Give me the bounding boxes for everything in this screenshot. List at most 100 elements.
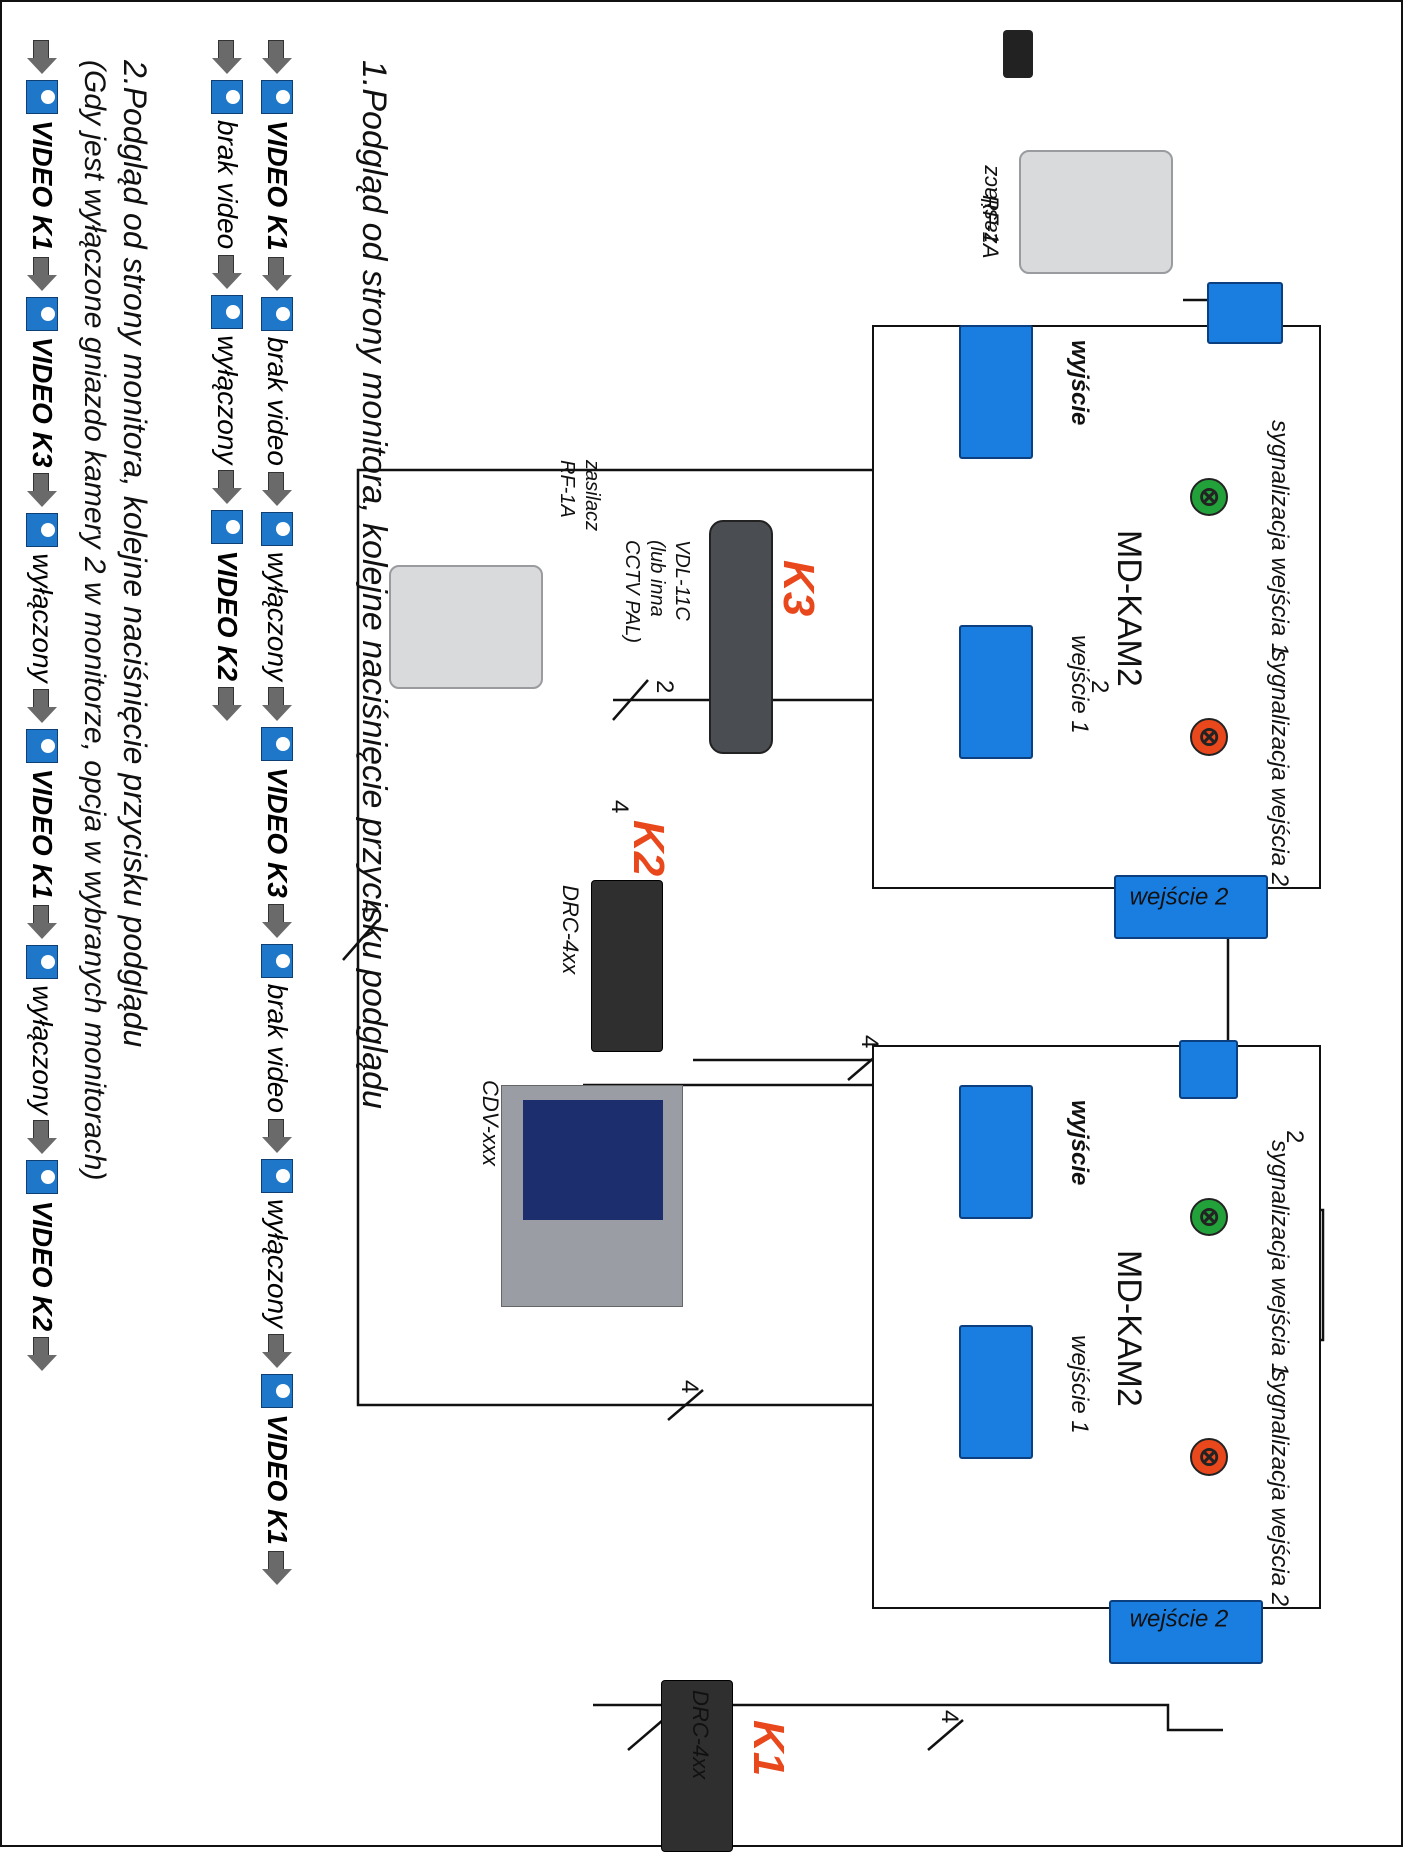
camera-icon bbox=[26, 728, 58, 763]
camera-icon bbox=[26, 1160, 58, 1195]
seq-step: brak video bbox=[262, 336, 293, 466]
door-station-k2 bbox=[591, 880, 663, 1052]
k3-label-2: (lub inna bbox=[646, 540, 668, 617]
seq-step: wyłączony bbox=[262, 551, 293, 682]
k3-tag: K3 bbox=[774, 560, 823, 617]
module-2-in2-label: wejście 2 bbox=[1129, 1605, 1229, 1633]
arrow-icon bbox=[27, 1120, 57, 1154]
arrow-icon bbox=[27, 257, 57, 291]
k2-tag: K2 bbox=[624, 820, 673, 877]
wire-count: 4 bbox=[606, 800, 633, 814]
seq-step: brak video bbox=[262, 983, 293, 1113]
wire-count: 4 bbox=[676, 1380, 703, 1394]
arrow-icon bbox=[27, 1337, 57, 1371]
module-1-led1-icon: ⊗ bbox=[1190, 478, 1228, 516]
seq2-heading: 2.Podgląd od strony monitora, kolejne na… bbox=[117, 60, 153, 1048]
k1-tag: K1 bbox=[744, 1720, 793, 1777]
arrow-icon bbox=[262, 1334, 292, 1368]
module-1-in1-socket bbox=[959, 625, 1033, 759]
seq-step: wyłączony bbox=[262, 1198, 293, 1329]
module-2-in1-label: wejście 1 bbox=[1066, 1335, 1093, 1434]
psu-top bbox=[1019, 150, 1173, 274]
arrow-icon bbox=[212, 470, 242, 504]
module-2-in1-socket bbox=[959, 1325, 1033, 1459]
arrow-icon bbox=[262, 1551, 292, 1585]
module-2-led2-icon: ⊗ bbox=[1190, 1438, 1228, 1476]
arrow-icon bbox=[262, 472, 292, 506]
arrow-icon bbox=[262, 687, 292, 721]
arrow-icon bbox=[262, 40, 292, 74]
k3-label-1: VDL-11C bbox=[671, 540, 693, 621]
arrow-icon bbox=[212, 687, 242, 721]
arrow-icon bbox=[262, 257, 292, 291]
module-2-link-socket bbox=[1179, 1040, 1238, 1099]
wire-count: 4 bbox=[936, 1710, 963, 1724]
arrow-icon bbox=[212, 40, 242, 74]
monitor-screen bbox=[523, 1100, 663, 1220]
seq1-heading: 1.Podgląd od strony monitora, kolejne na… bbox=[355, 60, 393, 1109]
module-2-title: MD-KAM2 bbox=[1110, 1250, 1148, 1407]
module-1-out-label: wyjście bbox=[1066, 340, 1093, 426]
module-1-power-socket bbox=[1207, 282, 1283, 344]
seq-step: VIDEO K3 bbox=[262, 767, 293, 898]
wire-count: 2 bbox=[1281, 1130, 1308, 1144]
camera-icon bbox=[261, 1374, 293, 1409]
k1-model: DRC-4xx bbox=[688, 1690, 713, 1780]
module-1-led1-label: sygnalizacja wejścia 1 bbox=[1266, 420, 1293, 657]
seq-step: VIDEO K2 bbox=[212, 550, 243, 682]
camera-icon bbox=[26, 80, 58, 114]
camera-icon bbox=[26, 513, 58, 548]
arrow-icon bbox=[27, 40, 57, 74]
arrow-icon bbox=[27, 473, 57, 507]
module-1-out-socket bbox=[959, 325, 1033, 459]
module-2-led2-label: sygnalizacja wejścia 2 bbox=[1266, 1370, 1293, 1607]
seq-step: VIDEO K1 bbox=[262, 1414, 293, 1545]
module-1-in2-label: wejście 2 bbox=[1129, 883, 1229, 911]
camera-icon bbox=[26, 945, 58, 980]
seq-step: VIDEO K2 bbox=[27, 1200, 58, 1332]
camera-icon bbox=[261, 511, 293, 546]
module-2 bbox=[872, 1045, 1321, 1609]
seq-step: VIDEO K1 bbox=[262, 120, 293, 251]
arrow-icon bbox=[212, 255, 242, 289]
k3-label-3: CCTV PAL) bbox=[621, 540, 643, 643]
seq-step: wyłączony bbox=[27, 553, 58, 683]
module-2-out-socket bbox=[959, 1085, 1033, 1219]
plug-icon bbox=[1003, 30, 1033, 78]
wire-count: 2 bbox=[1086, 680, 1113, 694]
seq-step: VIDEO K1 bbox=[27, 120, 58, 251]
k2-model: DRC-4xx bbox=[558, 885, 583, 975]
seq-step: wyłączony bbox=[27, 985, 58, 1115]
seq-step: wyłączony bbox=[212, 335, 243, 465]
camera-icon bbox=[261, 1158, 293, 1193]
camera-icon bbox=[261, 296, 293, 331]
camera-icon bbox=[261, 80, 293, 114]
camera-icon bbox=[211, 80, 243, 114]
seq2-note: (Gdy jest wyłączone gniazdo kamery 2 w m… bbox=[78, 60, 111, 1181]
camera-icon bbox=[211, 510, 243, 545]
seq-step: VIDEO K3 bbox=[27, 336, 58, 468]
seq-step: VIDEO K1 bbox=[27, 768, 58, 900]
camera-icon bbox=[261, 943, 293, 978]
psu-cam-label-1: zasilacz bbox=[581, 460, 603, 532]
arrow-icon bbox=[27, 689, 57, 723]
psu-cam-label-2: RF-1A bbox=[556, 460, 578, 518]
wire-count: 2 bbox=[651, 680, 678, 694]
monitor-model: CDV-xxx bbox=[478, 1080, 503, 1166]
module-1-led2-label: sygnalizacja wejścia 2 bbox=[1266, 650, 1293, 887]
module-2-led1-icon: ⊗ bbox=[1190, 1198, 1228, 1236]
psu-top-label-2: RF-1A bbox=[978, 195, 1003, 259]
seq-step: brak video bbox=[212, 120, 243, 250]
camera-icon bbox=[26, 296, 58, 331]
camera-icon bbox=[211, 295, 243, 330]
wire-count: 4 bbox=[856, 1035, 883, 1049]
camera-icon bbox=[261, 727, 293, 762]
camera-k3-icon bbox=[709, 520, 773, 754]
module-2-out-label: wyjście bbox=[1066, 1100, 1093, 1186]
psu-cam bbox=[389, 565, 543, 689]
arrow-icon bbox=[27, 905, 57, 939]
